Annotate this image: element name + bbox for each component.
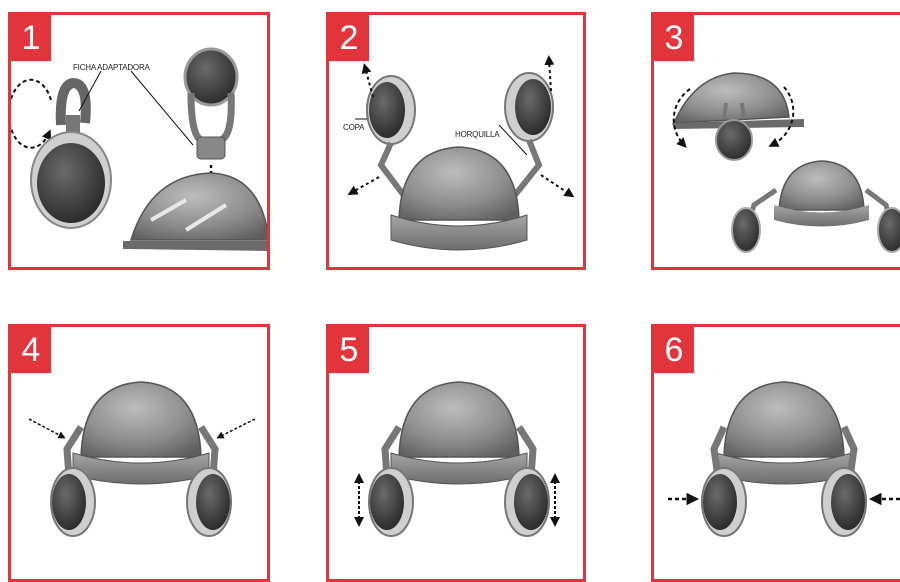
step-1-illustration [11, 15, 267, 267]
step-3-panel: 3 [651, 12, 900, 270]
helmet-icon [399, 382, 519, 457]
helmet-icon [131, 173, 267, 240]
helmet-icon [779, 161, 864, 210]
step-3-illustration [654, 15, 900, 267]
earmuff-cup-icon [878, 208, 900, 252]
earmuff-cup-icon [515, 79, 551, 135]
step-2-panel: 2 COPA HORQUILLA [326, 12, 586, 270]
helmet-icon [399, 147, 519, 220]
earmuff-cup-icon [196, 474, 230, 530]
step-6-panel: 6 [651, 324, 900, 582]
step-6-illustration [654, 327, 900, 579]
earmuff-cup-icon [732, 208, 760, 252]
earmuff-cup-icon [52, 474, 86, 530]
step-5-panel: 5 [326, 324, 586, 582]
push-arrow-icon [219, 419, 255, 437]
fork-arm-icon [515, 140, 539, 195]
push-arrow-icon [29, 419, 63, 437]
fork-arm-icon [381, 143, 405, 197]
step-5-illustration [329, 327, 583, 579]
step-4-panel: 4 [8, 324, 270, 582]
earmuff-cup-icon [514, 474, 548, 530]
helmet-icon [674, 73, 789, 123]
earmuff-cup-icon [37, 143, 105, 223]
earmuff-cup-icon [703, 474, 737, 530]
step-4-illustration [11, 327, 267, 579]
adapter-clip-icon [197, 137, 225, 159]
step-1-panel: 1 FICHA ADAPTADORA [8, 12, 270, 270]
earmuff-cup-icon [716, 120, 752, 160]
rotate-arrow-icon [11, 80, 51, 148]
earmuff-cup-icon [369, 82, 405, 138]
helmet-icon [81, 382, 201, 457]
earmuff-cup-icon [831, 474, 865, 530]
earmuff-cup-icon [370, 474, 404, 530]
step-2-illustration [329, 15, 583, 267]
helmet-icon [724, 382, 844, 457]
